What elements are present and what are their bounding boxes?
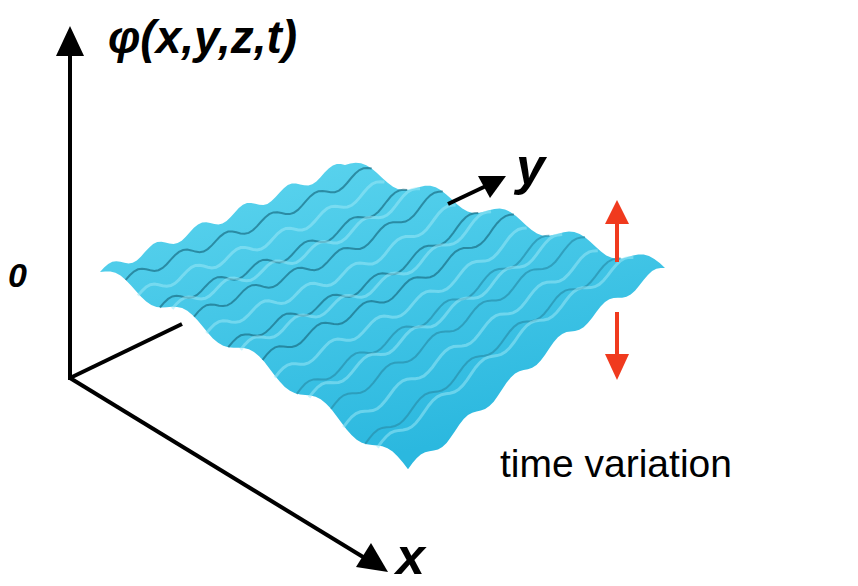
axis-value: 0 — [8, 258, 27, 292]
wave-ridge — [126, 168, 372, 280]
wave-ridge — [331, 237, 585, 408]
axis-arrowhead — [478, 176, 506, 198]
time-arrow — [615, 222, 619, 262]
time-arrowhead — [605, 354, 629, 380]
wave-highlight — [206, 205, 455, 333]
wave-surface — [100, 163, 665, 470]
wave-highlight — [138, 182, 385, 296]
wave-ridge — [194, 192, 443, 317]
annotation: time variation — [500, 444, 732, 483]
axis-label: y — [516, 140, 545, 192]
wave-ridge — [160, 190, 407, 308]
wave-sheet — [100, 163, 665, 470]
wave-ridge — [297, 236, 550, 394]
time-arrowhead — [605, 200, 629, 224]
y-axis — [70, 324, 182, 378]
y-axis — [448, 186, 486, 204]
axis-label: φ(x,y,z,t) — [108, 14, 297, 60]
wave-highlight — [343, 251, 598, 428]
axis-label: x — [396, 530, 425, 582]
axis-arrowhead — [56, 26, 84, 56]
time-arrow — [615, 312, 619, 356]
x-axis — [70, 378, 368, 560]
wave-highlight — [309, 235, 562, 398]
wave-highlight — [172, 189, 420, 309]
wave-ridge — [228, 213, 478, 347]
axis-arrowhead — [356, 543, 388, 572]
phi-axis — [68, 48, 72, 380]
wave-highlight — [378, 257, 634, 447]
